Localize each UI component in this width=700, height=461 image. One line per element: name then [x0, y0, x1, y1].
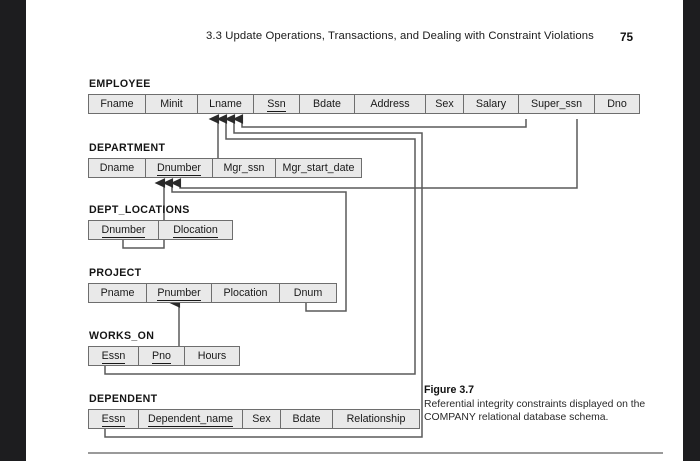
figure-caption-body: Referential integrity constraints displa…: [424, 399, 646, 424]
attribute-department-mgr-start-date[interactable]: Mgr_start_date: [276, 159, 361, 177]
attribute-project-dnum[interactable]: Dnum: [280, 284, 336, 302]
attribute-workson-hours[interactable]: Hours: [185, 347, 239, 365]
attribute-department-dnumber[interactable]: Dnumber: [146, 159, 213, 177]
attribute-department-dname[interactable]: Dname: [89, 159, 146, 177]
foreign-key-connector-layer: [104, 114, 578, 438]
book-edge-left: [0, 0, 26, 461]
attribute-dependent-essn[interactable]: Essn: [89, 410, 139, 428]
page-footer-rule: [88, 452, 663, 454]
relation-name-works-on: WORKS_ON: [89, 330, 155, 342]
attribute-project-plocation[interactable]: Plocation: [212, 284, 280, 302]
relation-name-employee: EMPLOYEE: [89, 78, 151, 90]
relation-dept-locations: DEPT_LOCATIONS Dnumber Dlocation: [88, 204, 233, 240]
relation-project: PROJECT Pname Pnumber Plocation Dnum: [88, 267, 337, 303]
attribute-deptloc-dlocation[interactable]: Dlocation: [159, 221, 232, 239]
attribute-row-project: Pname Pnumber Plocation Dnum: [88, 283, 337, 303]
running-head-title: 3.3 Update Operations, Transactions, and…: [206, 30, 594, 42]
attribute-employee-sex[interactable]: Sex: [426, 95, 464, 113]
page-canvas: 3.3 Update Operations, Transactions, and…: [26, 0, 683, 461]
attribute-employee-ssn[interactable]: Ssn: [254, 95, 300, 113]
running-head: 3.3 Update Operations, Transactions, and…: [26, 30, 666, 48]
attribute-dependent-sex[interactable]: Sex: [243, 410, 281, 428]
figure-caption: Figure 3.7 Referential integrity constra…: [424, 384, 649, 425]
fk-wire-deptloc-dnumber-to-dnumber: [122, 178, 166, 249]
relation-name-dept-locations: DEPT_LOCATIONS: [89, 204, 190, 216]
attribute-dependent-relationship[interactable]: Relationship: [333, 410, 419, 428]
attribute-employee-dno[interactable]: Dno: [595, 95, 639, 113]
fk-wire-dependent-essn-to-ssn: [104, 114, 423, 438]
attribute-workson-essn[interactable]: Essn: [89, 347, 139, 365]
book-edge-right: [683, 0, 700, 461]
attribute-employee-super-ssn[interactable]: Super_ssn: [519, 95, 595, 113]
page-number: 75: [620, 30, 634, 44]
attribute-row-dept-locations: Dnumber Dlocation: [88, 220, 233, 240]
relation-department: DEPARTMENT Dname Dnumber Mgr_ssn Mgr_sta…: [88, 142, 362, 178]
attribute-dependent-name[interactable]: Dependent_name: [139, 410, 243, 428]
figure-caption-title: Figure 3.7: [424, 384, 475, 396]
fk-wire-super-ssn-to-ssn: [232, 114, 527, 128]
attribute-row-dependent: Essn Dependent_name Sex Bdate Relationsh…: [88, 409, 420, 429]
attribute-employee-bdate[interactable]: Bdate: [300, 95, 355, 113]
fk-wire-dno-to-dnumber: [170, 119, 578, 189]
relation-name-dependent: DEPENDENT: [89, 393, 158, 405]
relation-works-on: WORKS_ON Essn Pno Hours: [88, 330, 240, 366]
attribute-workson-pno[interactable]: Pno: [139, 347, 185, 365]
attribute-employee-fname[interactable]: Fname: [89, 95, 146, 113]
attribute-employee-address[interactable]: Address: [355, 95, 426, 113]
relation-name-department: DEPARTMENT: [89, 142, 166, 154]
attribute-row-department: Dname Dnumber Mgr_ssn Mgr_start_date: [88, 158, 362, 178]
attribute-employee-salary[interactable]: Salary: [464, 95, 519, 113]
attribute-row-employee: Fname Minit Lname Ssn Bdate Address Sex …: [88, 94, 640, 114]
attribute-employee-lname[interactable]: Lname: [198, 95, 254, 113]
fk-wire-project-dnum-to-dnumber: [162, 178, 347, 312]
relation-name-project: PROJECT: [89, 267, 142, 279]
attribute-project-pname[interactable]: Pname: [89, 284, 147, 302]
attribute-project-pnumber[interactable]: Pnumber: [147, 284, 212, 302]
attribute-deptloc-dnumber[interactable]: Dnumber: [89, 221, 159, 239]
attribute-employee-minit[interactable]: Minit: [146, 95, 198, 113]
fk-wire-worksOn-essn-to-ssn: [104, 114, 416, 375]
attribute-dependent-bdate[interactable]: Bdate: [281, 410, 333, 428]
relation-employee: EMPLOYEE Fname Minit Lname Ssn Bdate Add…: [88, 78, 640, 114]
attribute-row-works-on: Essn Pno Hours: [88, 346, 240, 366]
attribute-department-mgr-ssn[interactable]: Mgr_ssn: [213, 159, 276, 177]
relation-dependent: DEPENDENT Essn Dependent_name Sex Bdate …: [88, 393, 420, 429]
